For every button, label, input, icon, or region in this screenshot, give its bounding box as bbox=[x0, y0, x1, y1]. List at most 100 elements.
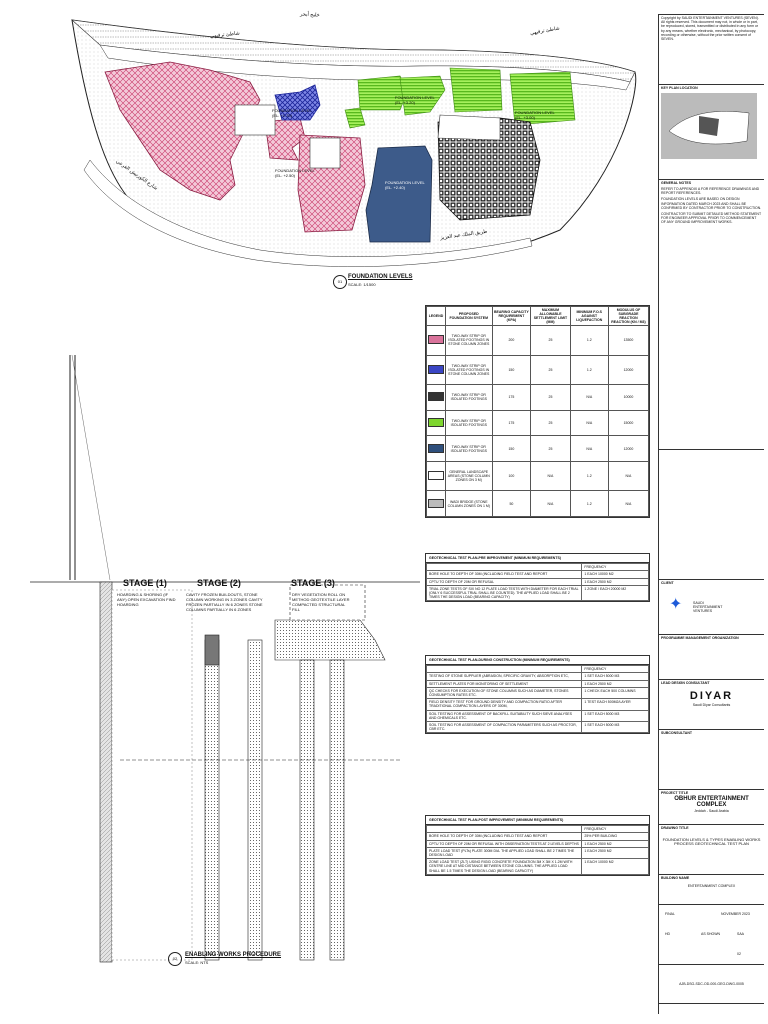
general-note-1: REFER TO APPENDIX A FOR REFERENCE DRAWIN… bbox=[661, 187, 760, 196]
legend-row: GENERAL LANDSCAPE AREAS (STONE COLUMN ZO… bbox=[426, 460, 650, 492]
plan-title: FOUNDATION LEVELS bbox=[348, 274, 413, 280]
copyright-box: Copyright by SAUDI ENTERTAINMENT VENTURE… bbox=[659, 14, 764, 84]
test-row: SETTLEMENT PLATES FOR MONITORING OF SETT… bbox=[425, 679, 649, 688]
legend-cell-fos: 1.2 bbox=[569, 460, 609, 492]
legend-header-bearing: BEARING CAPACITY REQUIREMENT (KPA) bbox=[491, 306, 532, 326]
zone-green-3 bbox=[399, 75, 446, 116]
stage1-excavation bbox=[111, 589, 193, 961]
legend-cell-modulus: N/A bbox=[607, 490, 650, 517]
pmo-box: PROGRAMME MANAGEMENT ORGANIZATION bbox=[659, 634, 764, 679]
legend-header-system: PROPOSED FOUNDATION SYSTEM bbox=[445, 306, 493, 326]
legend-swatch-cell bbox=[426, 460, 446, 492]
plan-zone-label-1: FOUNDATION LEVEL (EL. +1.70) bbox=[272, 108, 312, 118]
test-item: ZONE LOAD TEST (ZLT) USING RIGID CONCRET… bbox=[425, 858, 583, 875]
subconsultant-box: SUBCONSULTANT bbox=[659, 729, 764, 789]
legend-cell-settle: 25 bbox=[530, 384, 571, 411]
zone-grid bbox=[437, 117, 541, 221]
test-frequency: 25% PER BUILDING bbox=[581, 832, 649, 841]
plan-zone-label-3: FOUNDATION LEVEL (EL. +2.50) bbox=[275, 168, 315, 178]
legend-swatch-cell bbox=[426, 325, 446, 356]
test-frequency: 1 EACH 10000 M2 bbox=[581, 570, 649, 579]
designed-value: HD bbox=[665, 932, 671, 936]
procedure-scale: SCALE: NTS bbox=[185, 960, 209, 965]
test-row: TRIAL ZONE TESTS OF SIX NO 12 PLATE LOAD… bbox=[425, 584, 649, 602]
building-name: ENTERTAINMENT COMPLEX bbox=[687, 884, 736, 888]
hoarding-column bbox=[99, 581, 113, 963]
test-row: SOIL TESTING FOR ASSESSMENT OF BACKFILL … bbox=[425, 709, 649, 723]
test-frequency: 1 EACH 10000 M2 bbox=[581, 858, 649, 875]
legend-cell-system: TWO-WAY STRIP OR ISOLATED FOOTINGS bbox=[445, 435, 493, 462]
stage-2-desc: CAVITY FROZEN BUILDOUTS, STONE COLUMN WO… bbox=[186, 592, 263, 612]
drawing-no-box: AJB-DSG-SDC-OD-000-GEO-DWG-0005 bbox=[659, 964, 764, 1004]
legend-cell-settle: N/A bbox=[530, 490, 571, 517]
test-plan-pre-freq-header: FREQUENCY bbox=[581, 563, 649, 572]
legend-header-legend: LEGEND bbox=[426, 306, 446, 326]
stage-value: FINAL bbox=[665, 912, 675, 916]
plan-zone-label-5: FOUNDATION LEVEL (EL. +3.20) bbox=[395, 95, 435, 105]
plan-scale: SCALE: 1/1500 bbox=[348, 282, 376, 287]
title-block: Copyright by SAUDI ENTERTAINMENT VENTURE… bbox=[658, 14, 764, 1014]
test-row: FIELD DENSITY TEST FOR GROUND DENSITY AN… bbox=[425, 698, 649, 711]
drawing-title: FOUNDATION LEVELS & TYPES ENABLING WORKS… bbox=[662, 837, 761, 847]
test-item: QC CHECKS FOR EXECUTION OF STONE COLUMNS… bbox=[425, 686, 583, 700]
test-item: TESTING OF STONE SUPPLIER (ABRASION, SPE… bbox=[425, 672, 583, 681]
lead-label: LEAD DESIGN CONSULTANT bbox=[661, 681, 710, 685]
stage-3-title: STAGE (3) bbox=[291, 578, 335, 588]
legend-cell-fos: 1.2 bbox=[569, 490, 609, 517]
test-row: PLATE LOAD TEST (PLTs) PLATE 300M DIA. T… bbox=[425, 846, 649, 860]
plan-title-number: 01 bbox=[333, 275, 347, 289]
plan-zone-label-4: FOUNDATION LEVEL (EL. +3.00) bbox=[515, 110, 555, 120]
test-item: BORE HOLE TO DEPTH OF 30M (INCLUDING FIE… bbox=[425, 570, 583, 579]
general-note-2: FOUNDATION LEVELS ARE BASED ON DESIGN IN… bbox=[661, 197, 762, 210]
legend-swatch bbox=[428, 417, 444, 427]
test-item: PLATE LOAD TEST (PLTs) PLATE 300M DIA. T… bbox=[425, 846, 583, 860]
project-label: PROJECT TITLE bbox=[661, 791, 689, 795]
legend-swatch bbox=[428, 443, 444, 453]
legend-row: TWO-WAY STRIP OR ISOLATED FOOTINGS IN ST… bbox=[426, 354, 650, 386]
legend-swatch-cell bbox=[426, 384, 446, 411]
legend-cell-bearing: 175 bbox=[491, 384, 532, 411]
pmo-label: PROGRAMME MANAGEMENT ORGANIZATION bbox=[661, 636, 739, 640]
key-plan-image bbox=[661, 93, 757, 159]
building-box: BUILDING NAME ENTERTAINMENT COMPLEX bbox=[659, 874, 764, 904]
test-item: SOIL TESTING FOR ASSESSMENT OF COMPACTIO… bbox=[425, 721, 583, 734]
drawing-title-box: DRAWING TITLE FOUNDATION LEVELS & TYPES … bbox=[659, 824, 764, 874]
legend-swatch bbox=[428, 335, 444, 345]
stage-1-title: STAGE (1) bbox=[123, 578, 167, 588]
test-item: BORE HOLE TO DEPTH OF 30M (INCLUDING FIE… bbox=[425, 832, 583, 841]
zone-green-2 bbox=[344, 107, 366, 129]
rev-value: 02 bbox=[737, 952, 741, 956]
legend-cell-modulus: 15000 bbox=[607, 409, 650, 437]
plan-box-2 bbox=[309, 137, 341, 169]
zone-green-4 bbox=[449, 67, 503, 113]
procedure-title: ENABLING WORKS PROCEDURE bbox=[185, 952, 282, 958]
legend-header-modulus: MODULUS OF SUBGRADE REACTION REACTION (K… bbox=[607, 306, 650, 326]
test-row: ZONE LOAD TEST (ZLT) USING RIGID CONCRET… bbox=[425, 858, 649, 875]
legend-cell-fos: 1.2 bbox=[569, 354, 609, 386]
legend-swatch bbox=[428, 471, 444, 481]
zone-pink-large bbox=[104, 61, 261, 201]
legend-cell-settle: 25 bbox=[530, 435, 571, 462]
zone-green-5 bbox=[509, 71, 576, 126]
legend-header-settlement: MAXIMUM ALLOWABLE SETTLEMENT LIMIT (MM) bbox=[530, 306, 571, 326]
legend-cell-system: TWO-WAY STRIP OR ISOLATED FOOTINGS bbox=[445, 409, 493, 437]
legend-cell-modulus: N/A bbox=[607, 460, 650, 492]
legend-cell-modulus: 12000 bbox=[607, 435, 650, 462]
test-plan-pre-body: FREQUENCY BORE HOLE TO DEPTH OF 30M (INC… bbox=[425, 563, 649, 602]
stage3-structure bbox=[289, 584, 366, 621]
plan-top-label: خليج أبحر bbox=[299, 11, 320, 19]
plan-box-1 bbox=[234, 104, 276, 136]
legend-cell-bearing: 200 bbox=[491, 325, 532, 356]
zone-navy bbox=[365, 145, 433, 243]
zone-blue-hatched bbox=[274, 84, 321, 121]
test-frequency: 1 ZONE / EACH 20000 M2 bbox=[581, 584, 649, 602]
test-row: SOIL TESTING FOR ASSESSMENT OF COMPACTIO… bbox=[425, 721, 649, 734]
test-row: QC CHECKS FOR EXECUTION OF STONE COLUMNS… bbox=[425, 686, 649, 700]
legend-cell-settle: N/A bbox=[530, 460, 571, 492]
legend-cell-settle: 25 bbox=[530, 354, 571, 386]
test-frequency: 1 CHECK EACH 500 COLUMNS bbox=[581, 686, 649, 700]
crane-cable bbox=[71, 354, 111, 581]
subconsultant-label: SUBCONSULTANT bbox=[661, 731, 692, 735]
key-plan-label: KEY PLAN LOCATION bbox=[661, 86, 698, 90]
